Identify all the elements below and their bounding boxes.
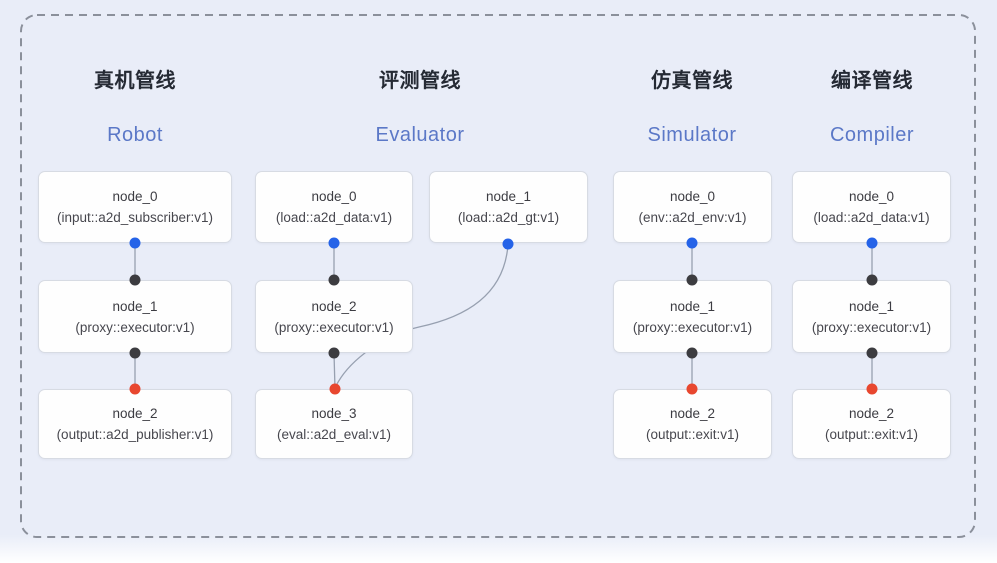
node-type: (proxy::executor:v1) <box>75 319 195 335</box>
node-name: node_1 <box>848 298 895 314</box>
pipeline-title-zh-robot: 真机管线 <box>94 70 176 92</box>
node-type: (load::a2d_gt:v1) <box>457 210 560 225</box>
node-type: (load::a2d_data:v1) <box>813 210 930 225</box>
node-name: node_2 <box>311 298 357 314</box>
node-type: (load::a2d_data:v1) <box>275 210 393 225</box>
node-name: node_2 <box>848 406 895 421</box>
node-name: node_1 <box>485 189 532 204</box>
node-card-evaluator-node3: node_3 (eval::a2d_eval:v1) <box>255 389 413 459</box>
node-card-robot-node1: node_1 (proxy::executor:v1) <box>38 280 232 353</box>
pipeline-title-zh-evaluator: 评测管线 <box>379 70 461 92</box>
pipeline-title-en-robot: Robot <box>107 124 163 146</box>
pipeline-title-en-compiler: Compiler <box>829 124 915 146</box>
node-type: (output::a2d_publisher:v1) <box>56 427 214 442</box>
node-name: node_3 <box>311 406 357 421</box>
node-type: (output::exit:v1) <box>824 427 919 442</box>
node-name: node_2 <box>669 406 716 421</box>
node-card-compiler-node0: node_0 (load::a2d_data:v1) <box>792 171 951 243</box>
node-card-evaluator-node0: node_0 (load::a2d_data:v1) <box>255 171 413 243</box>
node-card-simulator-node2: node_2 (output::exit:v1) <box>613 389 772 459</box>
node-name: node_0 <box>669 189 716 204</box>
node-card-compiler-node2: node_2 (output::exit:v1) <box>792 389 951 459</box>
node-name: node_0 <box>848 189 895 204</box>
edge-evaluator-n1-n3-curve <box>336 244 509 385</box>
node-card-compiler-node1: node_1 (proxy::executor:v1) <box>792 280 951 353</box>
node-name: node_1 <box>669 298 716 314</box>
pipeline-title-en-evaluator: Evaluator <box>375 124 465 146</box>
node-name: node_0 <box>112 189 158 204</box>
node-card-robot-node2: node_2 (output::a2d_publisher:v1) <box>38 389 232 459</box>
node-type: (proxy::executor:v1) <box>274 319 394 335</box>
node-type: (output::exit:v1) <box>645 427 740 442</box>
node-name: node_0 <box>311 189 357 204</box>
node-type: (env::a2d_env:v1) <box>638 210 747 225</box>
edge-evaluator-n2-n3 <box>333 352 336 390</box>
node-type: (eval::a2d_eval:v1) <box>276 427 392 442</box>
dashed-border <box>20 14 976 538</box>
node-card-evaluator-node1: node_1 (load::a2d_gt:v1) <box>429 171 588 243</box>
node-type: (input::a2d_subscriber:v1) <box>56 210 214 225</box>
node-type: (proxy::executor:v1) <box>632 319 753 335</box>
node-card-simulator-node1: node_1 (proxy::executor:v1) <box>613 280 772 353</box>
pipeline-title-zh-simulator: 仿真管线 <box>651 70 733 92</box>
node-name: node_2 <box>112 406 158 421</box>
node-card-evaluator-node2: node_2 (proxy::executor:v1) <box>255 280 413 353</box>
pipeline-title-en-simulator: Simulator <box>647 124 737 146</box>
node-type: (proxy::executor:v1) <box>811 319 932 335</box>
node-name: node_1 <box>112 298 158 314</box>
pipeline-title-zh-compiler: 编译管线 <box>831 70 913 92</box>
node-card-robot-node0: node_0 (input::a2d_subscriber:v1) <box>38 171 232 243</box>
node-card-simulator-node0: node_0 (env::a2d_env:v1) <box>613 171 772 243</box>
